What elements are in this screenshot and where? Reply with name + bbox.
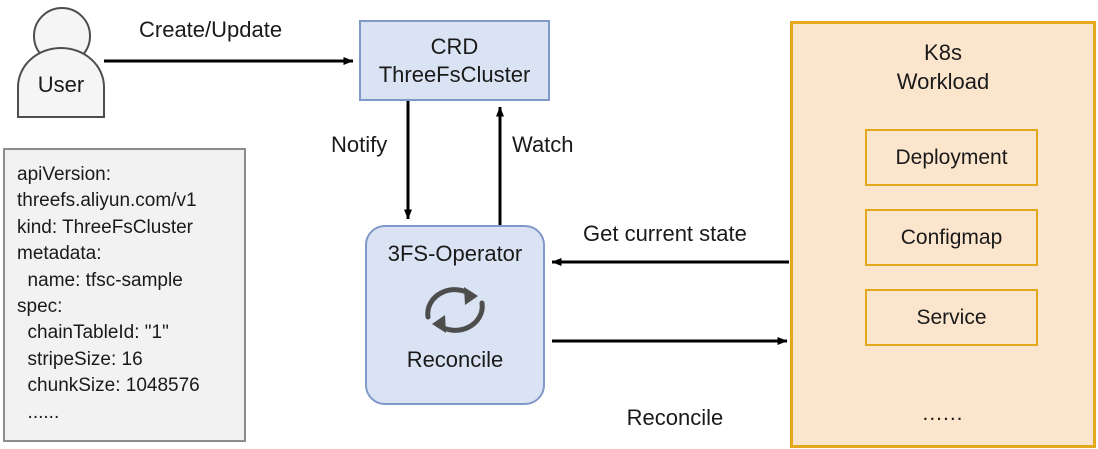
k8s-resource-service[interactable]: Service xyxy=(865,289,1038,346)
arrow-label-watch: Watch xyxy=(512,132,574,157)
crd-box[interactable]: CRD ThreeFsCluster xyxy=(359,20,550,101)
k8s-resource-deployment[interactable]: Deployment xyxy=(865,129,1038,186)
crd-yaml-panel: apiVersion: threefs.aliyun.com/v1 kind: … xyxy=(3,148,246,442)
k8s-workload-title-line-1: K8s xyxy=(924,40,962,65)
reconcile-loop-icon xyxy=(425,287,485,333)
arrow-label-reconcile-desired-state: Reconcile desired state xyxy=(612,350,738,449)
k8s-workload-panel: K8s Workload Deployment Configmap Servic… xyxy=(790,21,1096,448)
crd-box-line-1: CRD xyxy=(430,33,479,59)
operator-title: 3FS-Operator xyxy=(387,241,523,266)
k8s-workload-title-line-2: Workload xyxy=(896,69,990,94)
k8s-workload-title: K8s Workload xyxy=(793,38,1093,96)
arrow-label-notify: Notify xyxy=(331,132,388,157)
arrow-label-create-update: Create/Update xyxy=(139,17,283,42)
crd-yaml-text: apiVersion: threefs.aliyun.com/v1 kind: … xyxy=(17,164,200,423)
k8s-resource-configmap[interactable]: Configmap xyxy=(865,209,1038,266)
operator-subtitle: Reconcile xyxy=(406,347,504,372)
arrow-label-reconcile-line-1: Reconcile xyxy=(626,405,724,430)
arrow-label-get-current-state: Get current state xyxy=(583,221,747,246)
user-actor-label: User xyxy=(37,71,85,97)
user-actor-body-icon: User xyxy=(17,47,105,118)
k8s-resource-ellipsis: ...... xyxy=(922,402,964,425)
operator-box[interactable]: 3FS-Operator Reconcile xyxy=(365,225,545,405)
crd-box-line-2: ThreeFsCluster xyxy=(378,61,531,87)
